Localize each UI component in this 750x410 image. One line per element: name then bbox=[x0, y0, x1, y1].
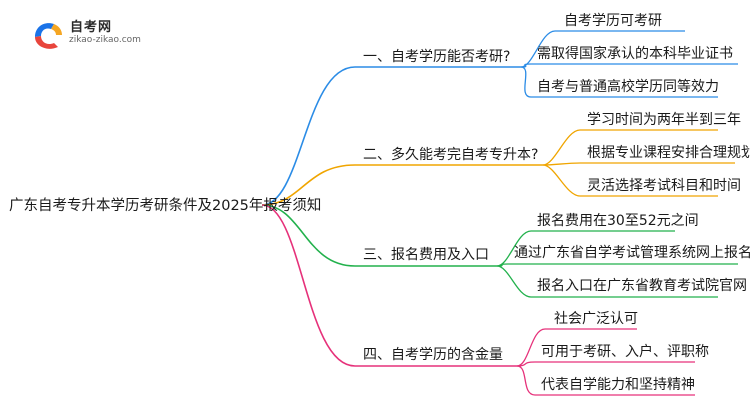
leaf-4-3: 代表自学能力和坚持精神 bbox=[541, 377, 695, 393]
branch-1-label: 一、自考学历能否考研? bbox=[363, 49, 511, 65]
site-logo bbox=[31, 19, 65, 53]
branch-3-connector bbox=[261, 204, 356, 267]
branch-1-connector bbox=[261, 66, 356, 206]
leaf-2-1: 学习时间为两年半到三年 bbox=[587, 112, 741, 128]
leaf-4-1: 社会广泛认可 bbox=[554, 311, 638, 327]
leaf-3-2: 通过广东省自学考试管理系统网上报名 bbox=[514, 245, 750, 261]
branch-4-connector bbox=[261, 204, 356, 367]
leaf-2-3: 灵活选择考试科目和时间 bbox=[587, 178, 741, 194]
logo-title: 自考网 bbox=[70, 20, 113, 35]
leaf-1-3-connector bbox=[520, 66, 532, 98]
leaf-2-1-connector bbox=[542, 129, 581, 166]
branch-4-label: 四、自考学历的含金量 bbox=[363, 347, 503, 363]
leaf-1-3: 自考与普通高校学历同等效力 bbox=[537, 79, 719, 95]
leaf-3-3-connector bbox=[496, 265, 532, 298]
root-node-label: 广东自考专升本学历考研条件及2025年报考须知 bbox=[9, 198, 322, 214]
logo-mark-icon bbox=[35, 23, 62, 49]
leaf-3-3: 报名入口在广东省教育考试院官网 bbox=[537, 278, 747, 294]
leaf-1-2: 需取得国家承认的本科毕业证书 bbox=[537, 46, 733, 62]
leaf-4-1-connector bbox=[516, 328, 546, 367]
leaf-1-1: 自考学历可考研 bbox=[564, 13, 662, 29]
leaf-2-3-connector bbox=[542, 164, 581, 197]
leaf-4-3-connector bbox=[516, 365, 536, 396]
branch-2-connector bbox=[261, 164, 356, 206]
logo-url: zikao-zikao.com bbox=[69, 35, 141, 45]
leaf-1-1-connector bbox=[520, 30, 556, 68]
branch-2-label: 二、多久能考完自考专升本? bbox=[363, 147, 539, 163]
leaf-4-2-connector bbox=[516, 361, 536, 367]
leaf-3-1-connector bbox=[496, 230, 532, 267]
leaf-4-2: 可用于考研、入户、评职称 bbox=[541, 344, 709, 360]
leaf-2-2: 根据专业课程安排合理规划 bbox=[587, 145, 750, 161]
branch-3-label: 三、报名费用及入口 bbox=[363, 247, 489, 263]
leaf-3-1: 报名费用在30至52元之间 bbox=[537, 213, 699, 229]
